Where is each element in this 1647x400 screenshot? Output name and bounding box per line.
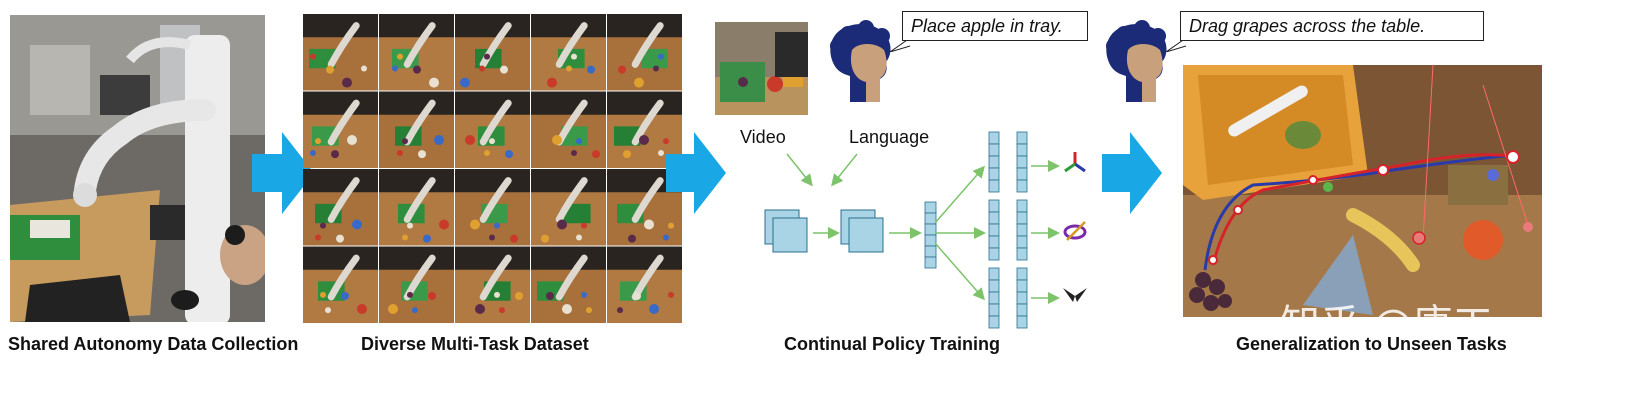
feature-cell <box>924 245 937 258</box>
head-cell <box>1016 235 1028 249</box>
instruction-bubble-2: Drag grapes across the table. <box>1180 11 1484 41</box>
head-cell <box>988 315 1000 329</box>
dataset-grid <box>303 14 683 324</box>
gripper-icon <box>1063 288 1087 302</box>
conv-block-1 <box>764 209 808 253</box>
head-cell <box>1016 211 1028 225</box>
head-cell <box>1016 143 1028 157</box>
dataset-tile <box>455 14 530 91</box>
head-cell <box>1016 179 1028 193</box>
dataset-tile <box>455 169 530 246</box>
head-cell <box>1016 279 1028 293</box>
head-cell <box>988 267 1000 281</box>
video-thumbnail <box>715 22 808 115</box>
rotation-icon <box>1063 221 1087 241</box>
dataset-tile <box>303 91 378 168</box>
dataset-tile <box>303 14 378 91</box>
flow-arrow-3 <box>1102 132 1162 214</box>
head-cell <box>1016 315 1028 329</box>
head-cell <box>988 279 1000 293</box>
policy-network-diagram <box>764 131 1087 329</box>
feature-cell <box>924 223 937 236</box>
head-cell <box>988 143 1000 157</box>
head-cell <box>988 211 1000 225</box>
dataset-tile <box>379 91 454 168</box>
head-cell <box>988 167 1000 181</box>
head-cell <box>1016 167 1028 181</box>
head-cell <box>1016 223 1028 237</box>
head-cell <box>988 155 1000 169</box>
head-cell <box>988 179 1000 193</box>
feature-cell <box>924 201 937 214</box>
head-cell <box>988 247 1000 261</box>
dataset-tile <box>607 169 682 246</box>
person-head-icon <box>830 20 891 102</box>
speech-tail-1 <box>890 38 911 52</box>
conv-block-2 <box>840 209 884 253</box>
caption-dataset: Diverse Multi-Task Dataset <box>361 334 589 354</box>
caption-data-collection: Shared Autonomy Data Collection <box>8 334 299 354</box>
head-cell <box>988 131 1000 145</box>
dataset-tile <box>531 14 606 91</box>
speech-tail-2 <box>1166 38 1187 52</box>
video-label: Video <box>740 127 786 147</box>
instruction-bubble-1: Place apple in tray. <box>902 11 1088 41</box>
dataset-tile <box>379 246 454 323</box>
flow-arrow-2 <box>666 132 726 214</box>
generalization-photo <box>1183 65 1542 317</box>
data-collection-photo <box>10 15 265 322</box>
head-cell <box>1016 291 1028 305</box>
feature-cell <box>924 256 937 269</box>
head-cell <box>988 199 1000 213</box>
head-cell <box>1016 199 1028 213</box>
dataset-tile <box>303 169 378 246</box>
head-cell <box>988 303 1000 317</box>
dataset-tile <box>455 91 530 168</box>
dataset-tile <box>531 246 606 323</box>
dataset-tile <box>379 14 454 91</box>
caption-generalization: Generalization to Unseen Tasks <box>1236 334 1507 354</box>
language-label: Language <box>849 127 930 147</box>
head-cell <box>1016 267 1028 281</box>
head-cell <box>1016 155 1028 169</box>
dataset-tile <box>607 246 682 323</box>
head-cell <box>1016 303 1028 317</box>
caption-policy-training: Continual Policy Training <box>784 334 1001 354</box>
feature-cell <box>924 212 937 225</box>
dataset-tile <box>531 169 606 246</box>
translation-axes-icon <box>1064 152 1086 173</box>
head-cell <box>1016 131 1028 145</box>
person-head-icon <box>1106 20 1167 102</box>
dataset-tile <box>303 246 378 323</box>
watermark: 知乎 @唐工 <box>1280 302 1493 348</box>
dataset-tile <box>531 91 606 168</box>
dataset-tile <box>607 91 682 168</box>
head-cell <box>1016 247 1028 261</box>
head-cell <box>988 223 1000 237</box>
head-cell <box>988 235 1000 249</box>
head-cell <box>988 291 1000 305</box>
flow-arrow-1 <box>252 132 314 214</box>
dataset-tile <box>607 14 682 91</box>
dataset-tile <box>379 169 454 246</box>
feature-cell <box>924 234 937 247</box>
dataset-tile <box>455 246 530 323</box>
